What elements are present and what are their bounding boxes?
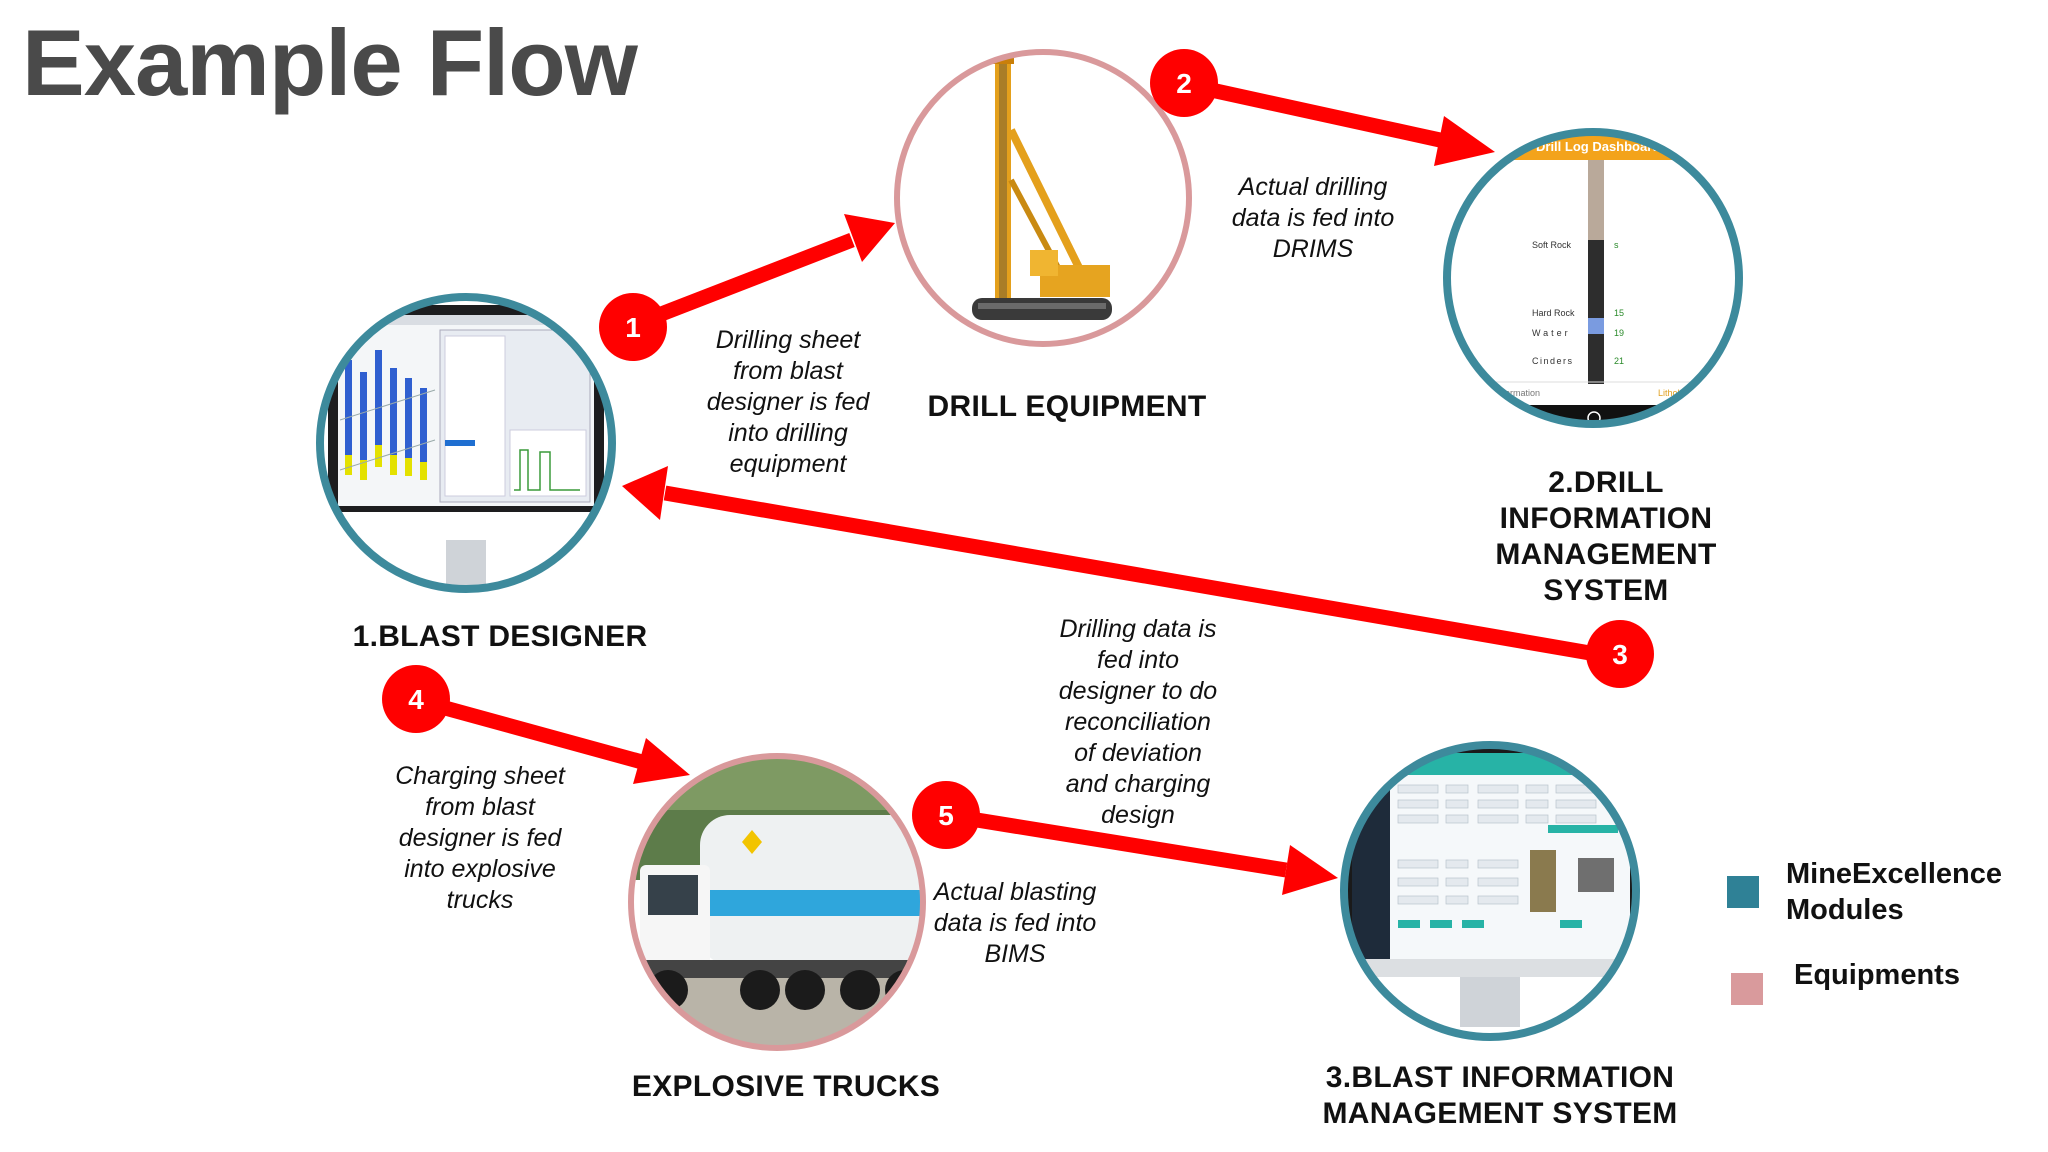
svg-text:21: 21 <box>1614 356 1624 366</box>
drims-node: Drill Log Dashboard Soft Rock Hard Rock … <box>1443 128 1743 428</box>
step-number: 3 <box>1612 639 1628 670</box>
arrow-3 <box>622 466 1592 661</box>
drill-rig-graphic <box>972 52 1112 320</box>
arrow-1 <box>630 214 895 332</box>
step-number: 2 <box>1176 68 1192 99</box>
explosive-trucks-node <box>628 753 926 1051</box>
step-badge-1: 1 <box>599 293 667 361</box>
drill-equipment-node <box>894 49 1192 347</box>
label-bims: 3.BLAST INFORMATION MANAGEMENT SYSTEM <box>1322 1061 1678 1130</box>
svg-text:s: s <box>1614 240 1619 250</box>
drill-log-row: Cinders <box>1532 356 1574 366</box>
legend-label-equipments: Equipments <box>1794 959 1960 991</box>
step-badge-3: 3 <box>1586 620 1654 688</box>
blast-hole-columns-graphic <box>339 350 436 480</box>
caption-step-5: Actual blasting data is fed into BIMS <box>933 878 1097 968</box>
blast-designer-node <box>316 293 616 593</box>
step-badge-5: 5 <box>912 781 980 849</box>
svg-text:19: 19 <box>1614 328 1624 338</box>
label-drims: 2.DRILL INFORMATION MANAGEMENT SYSTEM <box>1495 466 1717 607</box>
explosive-truck-graphic <box>631 756 923 1048</box>
svg-text:15: 15 <box>1614 308 1624 318</box>
page-title: Example Flow <box>22 10 638 115</box>
caption-step-3: Drilling data is fed into designer to do… <box>1058 615 1218 829</box>
arrow-5 <box>944 807 1338 895</box>
drill-log-footer-left: Information <box>1495 388 1540 398</box>
drill-log-header: Drill Log Dashboard <box>1536 139 1660 154</box>
arrow-2 <box>1182 76 1495 166</box>
step-number: 4 <box>408 684 424 715</box>
legend-label-modules: MineExcellence Modules <box>1786 858 2002 926</box>
bims-node <box>1340 741 1640 1041</box>
caption-step-2: Actual drilling data is fed into DRIMS <box>1231 173 1395 263</box>
label-blast-designer: 1.BLAST DESIGNER <box>352 620 648 653</box>
drill-log-row: Hard Rock <box>1532 308 1575 318</box>
legend-swatch-modules <box>1727 876 1759 908</box>
arrow-4 <box>414 692 690 784</box>
step-number: 5 <box>938 800 954 831</box>
label-explosive-trucks: EXPLOSIVE TRUCKS <box>631 1070 941 1103</box>
step-badge-4: 4 <box>382 665 450 733</box>
step-number: 1 <box>625 312 641 343</box>
drill-log-row: Soft Rock <box>1532 240 1572 250</box>
caption-step-1: Drilling sheet from blast designer is fe… <box>706 326 870 478</box>
label-drill-equipment: DRILL EQUIPMENT <box>927 390 1207 423</box>
caption-step-4: Charging sheet from blast designer is fe… <box>395 762 565 914</box>
step-badge-2: 2 <box>1150 49 1218 117</box>
drill-log-row: Water <box>1532 328 1571 338</box>
legend-swatch-equipments <box>1731 973 1763 1005</box>
